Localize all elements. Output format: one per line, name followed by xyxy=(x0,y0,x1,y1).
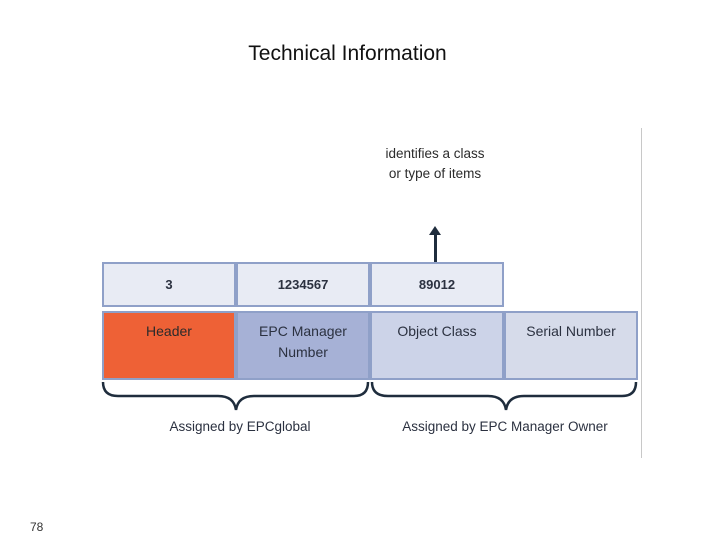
object-class-label: Object Class xyxy=(397,323,477,339)
header-field: Header xyxy=(102,311,236,380)
page-number: 78 xyxy=(30,520,44,534)
epc-manager-field: EPC Manager Number xyxy=(236,311,370,380)
class-annotation: identifies a class or type of items xyxy=(360,144,510,184)
epc-manager-value-cell: 1234567 xyxy=(236,262,370,307)
slide-title: Technical Information xyxy=(248,42,447,65)
serial-number-field: Serial Number xyxy=(504,311,638,380)
assigned-epcglobal-label: Assigned by EPCglobal xyxy=(169,419,311,434)
header-value-cell: 3 xyxy=(102,262,236,307)
epc-manager-label-1: EPC Manager xyxy=(259,323,347,339)
annotation-line-1: identifies a class xyxy=(385,146,485,161)
object-class-field: Object Class xyxy=(370,311,504,380)
object-class-value-cell: 89012 xyxy=(370,262,504,307)
epc-manager-label-2: Number xyxy=(278,344,328,360)
serial-number-label: Serial Number xyxy=(526,323,616,339)
header-label: Header xyxy=(146,323,192,339)
right-brace-icon xyxy=(370,381,638,411)
annotation-line-2: or type of items xyxy=(388,166,482,181)
divider-line xyxy=(641,128,642,458)
assigned-owner-label: Assigned by EPC Manager Owner xyxy=(402,419,608,434)
up-arrow-head-icon xyxy=(429,226,441,235)
up-arrow-icon xyxy=(434,231,437,264)
brace-icon xyxy=(101,381,638,411)
left-brace-icon xyxy=(101,381,370,411)
